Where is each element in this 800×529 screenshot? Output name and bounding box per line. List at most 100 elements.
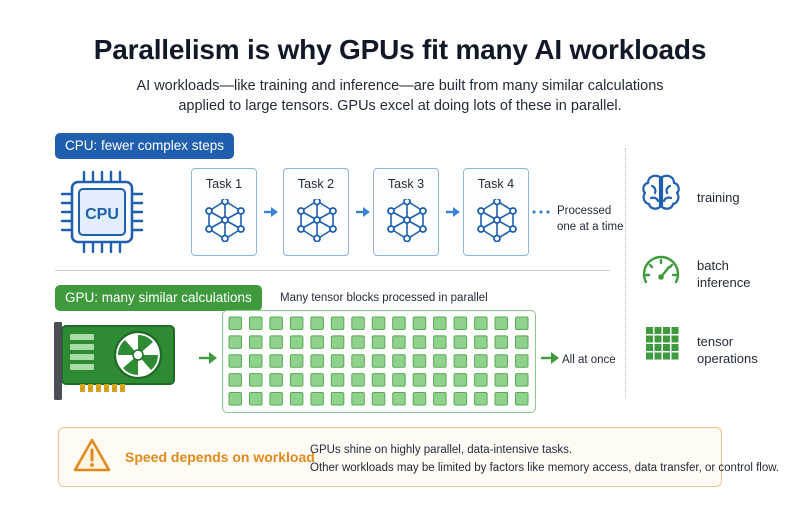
grid-icon-cell [654, 335, 662, 343]
tensor-block [494, 373, 508, 387]
tensor-block [371, 354, 386, 368]
gpu-grid-caption: Many tensor blocks processed in parallel [280, 292, 488, 304]
gpu-input-arrow-icon [199, 352, 217, 364]
warning-line-2: Other workloads may be limited by factor… [310, 462, 780, 474]
section-divider [55, 270, 610, 271]
task-arrow-icon [446, 207, 460, 217]
workload-tensor-line-1: tensor [697, 334, 734, 349]
tensor-block [453, 316, 468, 330]
workload-training-line-1: training [697, 190, 740, 205]
tensor-block [310, 316, 324, 330]
tensor-block [515, 354, 529, 368]
tensor-block [310, 392, 324, 406]
cpu-task-4: Task 4 [463, 168, 529, 256]
tensor-block [330, 354, 345, 368]
tensor-block [269, 335, 283, 349]
tensor-block [453, 354, 468, 368]
tensor-block [289, 335, 304, 349]
tensor-block [494, 392, 508, 406]
tensor-block [453, 392, 468, 406]
tensor-block [433, 316, 447, 330]
grid-icon [646, 327, 679, 360]
warning-line-1: GPUs shine on highly parallel, data-inte… [310, 444, 573, 456]
cpu-chip-icon: CPU [60, 170, 144, 254]
tensor-block [392, 354, 406, 368]
tensor-block [249, 373, 263, 387]
grid-icon-cell [663, 344, 670, 351]
cpu-task-label: Task 2 [297, 177, 335, 191]
tensor-block [289, 316, 304, 330]
grid-icon-cell [671, 327, 679, 334]
tensor-block [433, 335, 447, 349]
page-subtitle: AI workloads—like training and inference… [100, 76, 700, 116]
gpu-output-arrow-icon [541, 352, 559, 364]
tensor-block [330, 392, 345, 406]
tensor-block [371, 392, 386, 406]
tensor-block [351, 373, 365, 387]
grid-icon-cell [663, 335, 670, 343]
cpu-task-label: Task 1 [205, 177, 243, 191]
cpu-note-line-1: Processed [557, 205, 612, 217]
network-node-icon [477, 199, 517, 242]
tensor-block [249, 316, 263, 330]
tensor-block [474, 392, 488, 406]
tensor-block [289, 392, 304, 406]
tensor-block [474, 316, 488, 330]
tensor-block [371, 373, 386, 387]
grid-icon-cell [671, 352, 679, 360]
grid-icon-cell [646, 335, 653, 343]
grid-icon-cell [646, 327, 653, 334]
tensor-block [515, 335, 529, 349]
tensor-block [412, 373, 427, 387]
page-title: Parallelism is why GPUs fit many AI work… [93, 34, 707, 65]
tensor-block [433, 373, 447, 387]
tensor-block [228, 335, 242, 349]
cpu-task-label: Task 4 [477, 177, 515, 191]
tensor-block [515, 316, 529, 330]
tensor-block [474, 335, 488, 349]
tensor-block [310, 354, 324, 368]
subtitle-line-1: AI workloads—like training and inference… [136, 78, 664, 94]
tensor-block [392, 373, 406, 387]
tensor-block [412, 392, 427, 406]
tensor-block [515, 373, 529, 387]
ellipsis-dots-icon [532, 210, 550, 214]
gpu-section-label: GPU: many similar calculations [55, 285, 262, 311]
vertical-divider [625, 148, 626, 398]
cpu-section-label: CPU: fewer complex steps [55, 133, 235, 159]
workload-batch-inference-label: batch inference [697, 257, 750, 291]
tensor-block [412, 335, 427, 349]
network-node-icon [297, 199, 337, 242]
tensor-block [453, 373, 468, 387]
tensor-blocks [228, 316, 529, 406]
tensor-block [351, 354, 365, 368]
workload-training-label: training [697, 189, 740, 206]
tensor-block [494, 316, 508, 330]
tensor-block [310, 335, 324, 349]
grid-icon-cell [671, 344, 679, 351]
tensor-block [269, 354, 283, 368]
tensor-block [269, 316, 283, 330]
brain-icon [642, 174, 680, 210]
cpu-chip-text: CPU [85, 206, 119, 223]
cpu-note-line-2: one at a time [557, 221, 624, 233]
tensor-block [289, 373, 304, 387]
tensor-block [269, 373, 283, 387]
tensor-block [515, 392, 529, 406]
tensor-block [392, 335, 406, 349]
cpu-task-3: Task 3 [373, 168, 439, 256]
grid-icon-cell [646, 352, 653, 360]
tensor-block [330, 335, 345, 349]
tensor-block [228, 392, 242, 406]
tensor-block [433, 354, 447, 368]
cpu-task-2: Task 2 [283, 168, 349, 256]
grid-icon-cell [646, 344, 653, 351]
tensor-block [289, 354, 304, 368]
grid-icon-cell [654, 344, 662, 351]
workload-batch-line-2: inference [697, 275, 751, 290]
tensor-block [310, 373, 324, 387]
tensor-block [494, 335, 508, 349]
cpu-processing-note: Processed one at a time [557, 203, 623, 235]
tensor-block [330, 316, 345, 330]
workload-tensor-line-2: operations [697, 351, 758, 366]
